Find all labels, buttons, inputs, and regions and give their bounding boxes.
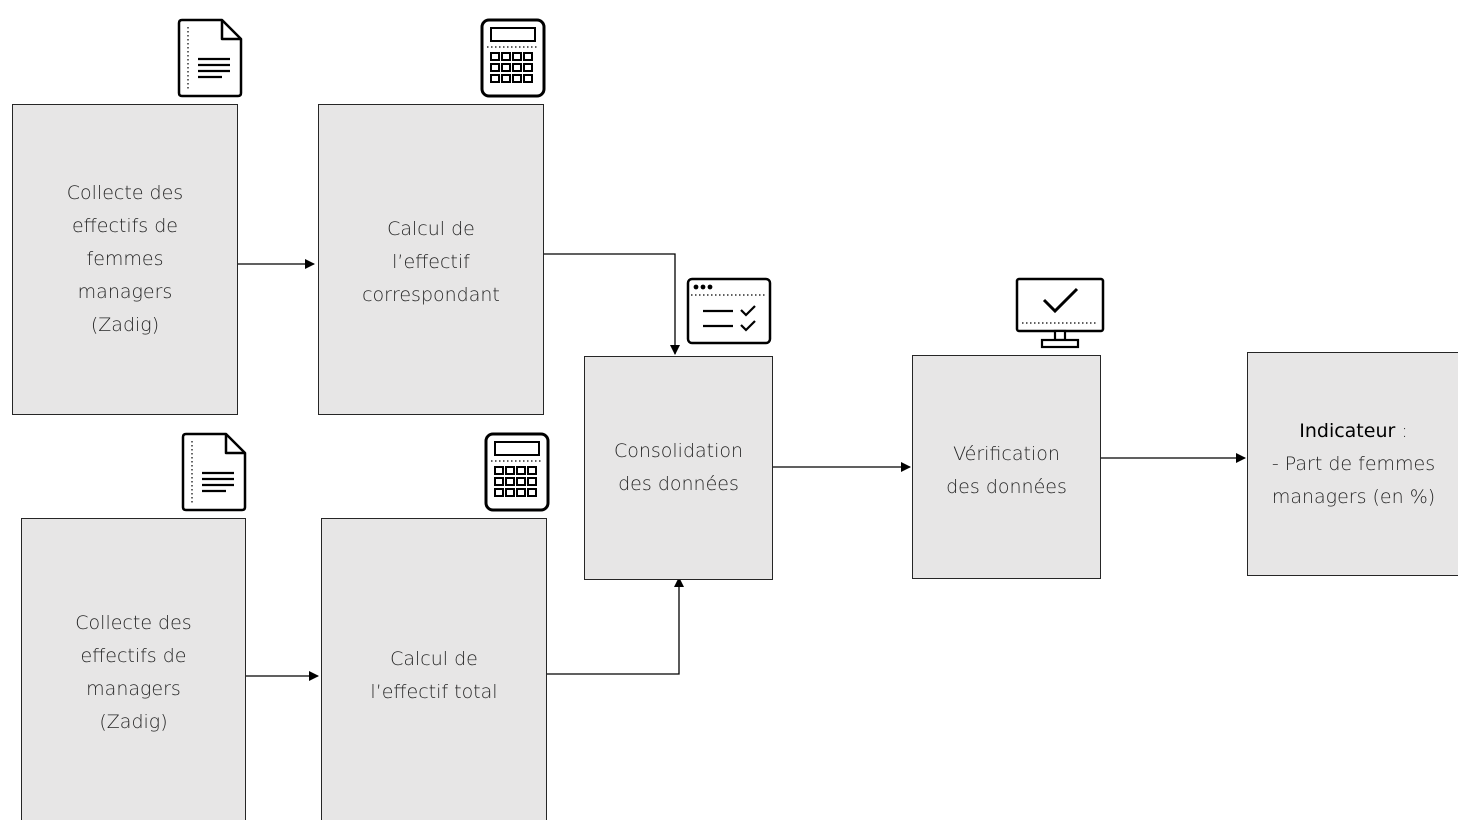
step-collect-managers: Collecte des effectifs de managers (Zadi… — [21, 518, 246, 820]
step-label: Calcul de l’effectif correspondant — [354, 213, 508, 312]
indicator-output: Indicateur : - Part de femmes managers (… — [1247, 352, 1458, 576]
label-line: managers — [77, 281, 173, 303]
step-calc-corresponding: Calcul de l’effectif correspondant — [318, 104, 544, 415]
label-line: des données — [946, 476, 1067, 498]
label-line: des données — [618, 473, 739, 495]
label-line: l’effectif — [392, 251, 470, 273]
step-label: Collecte des effectifs de managers (Zadi… — [67, 607, 199, 739]
step-label: Indicateur : - Part de femmes managers (… — [1260, 415, 1447, 514]
label-line: l’effectif total — [370, 681, 498, 703]
arrow-calc-corresponding-to-consolidation — [543, 253, 680, 355]
step-label: Collecte des effectifs de femmes manager… — [59, 177, 191, 342]
step-consolidation: Consolidation des données — [584, 356, 773, 580]
step-label: Vérification des données — [938, 438, 1075, 504]
label-line: correspondant — [362, 284, 500, 306]
label-line: Consolidation — [613, 440, 744, 462]
step-calc-total: Calcul de l’effectif total — [321, 518, 547, 820]
label-line: Collecte des — [66, 182, 184, 204]
label-line: femmes — [86, 248, 164, 270]
indicator-title: Indicateur — [1299, 419, 1396, 442]
indicator-title-suffix: : — [1395, 419, 1408, 442]
label-line: managers — [86, 678, 181, 700]
arrow-calc-total-to-consolidation — [547, 577, 684, 675]
label-line: - Part de femmes — [1271, 452, 1436, 475]
label-line: (Zadig) — [99, 711, 168, 733]
label-line: Vérification — [953, 443, 1060, 465]
checklist-window-icon — [686, 277, 772, 345]
label-line: (Zadig) — [90, 314, 160, 336]
step-label: Calcul de l’effectif total — [362, 643, 505, 709]
monitor-check-icon — [1015, 277, 1105, 349]
calculator-icon — [480, 18, 546, 98]
step-label: Consolidation des données — [606, 435, 751, 501]
calculator-icon — [484, 432, 550, 512]
label-line: managers (en %) — [1271, 485, 1436, 508]
step-collect-women-managers: Collecte des effectifs de femmes manager… — [12, 104, 238, 415]
document-icon — [177, 18, 243, 98]
step-verification: Vérification des données — [912, 355, 1101, 579]
document-icon — [181, 432, 247, 512]
label-line: Collecte des — [75, 612, 192, 634]
label-line: Calcul de — [387, 218, 475, 240]
label-line: effectifs de — [80, 645, 187, 667]
label-line: Calcul de — [390, 648, 478, 670]
label-line: effectifs de — [71, 215, 178, 237]
